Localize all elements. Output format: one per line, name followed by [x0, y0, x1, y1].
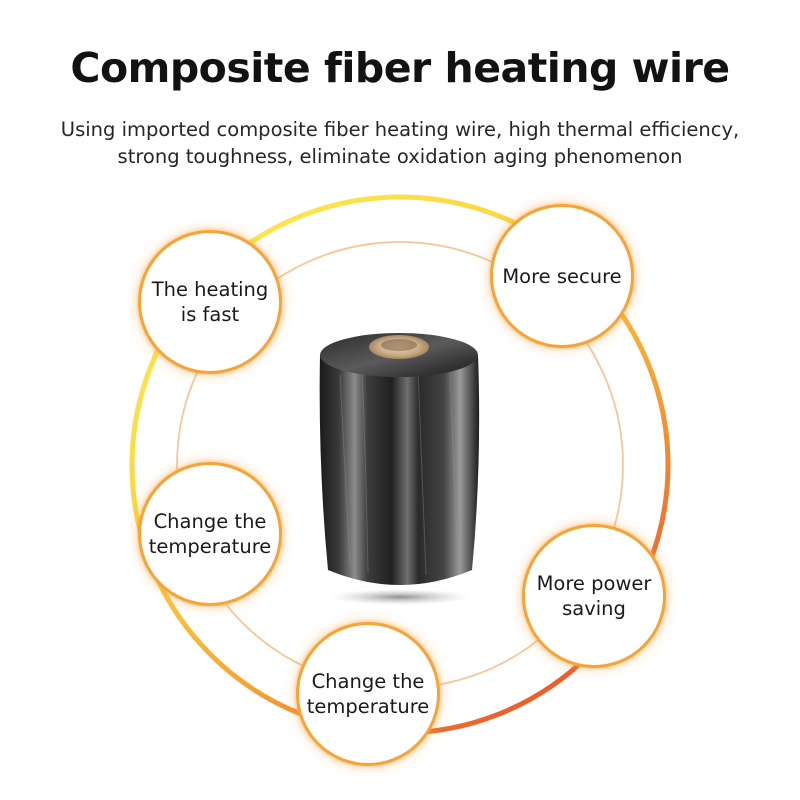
page-subtitle: Using imported composite fiber heating w… [20, 116, 780, 170]
feature-label: More power saving [536, 572, 652, 620]
subtitle-line-2: strong toughness, eliminate oxidation ag… [117, 145, 683, 168]
feature-label: More secure [502, 264, 622, 288]
carbon-fiber-spool-icon [300, 315, 500, 615]
feature-label: The heating is fast [151, 278, 269, 326]
feature-label: Change the temperature [148, 510, 272, 558]
subtitle-line-1: Using imported composite fiber heating w… [60, 118, 740, 141]
feature-bubble-change-temperature-left: Change the temperature [138, 462, 282, 606]
page-title: Composite fiber heating wire [70, 44, 730, 92]
feature-label: Change the temperature [306, 670, 430, 718]
feature-bubble-heating-fast: The heating is fast [138, 230, 282, 374]
feature-bubble-change-temperature-bottom: Change the temperature [296, 622, 440, 766]
feature-bubble-more-secure: More secure [490, 204, 634, 348]
feature-bubble-power-saving: More power saving [522, 524, 666, 668]
